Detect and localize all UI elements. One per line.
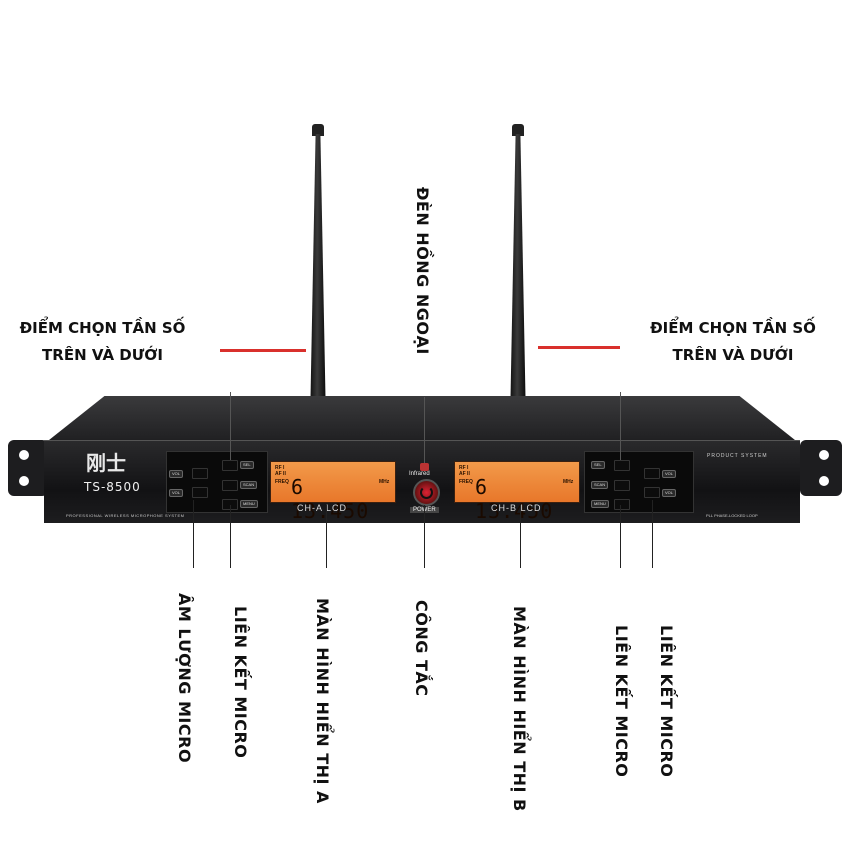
infrared-window [420, 463, 429, 471]
model-label: TS-8500 [84, 480, 141, 494]
pointer-line-volume [193, 500, 194, 568]
vol-down-button-b[interactable] [644, 487, 660, 498]
sel-button-b[interactable] [614, 460, 630, 471]
rf-indicator-b: RF I [459, 465, 469, 471]
scan-button-b[interactable] [614, 480, 630, 491]
scan-button-a[interactable] [222, 480, 238, 491]
pointer-line-link-c [652, 500, 653, 568]
pointer-line-display-b [520, 505, 521, 568]
af-indicator-a: AF II [275, 471, 286, 477]
menu-label-a: MENU [240, 500, 258, 508]
link-label-a: LIÊN KẾT MICRO [231, 606, 250, 759]
menu-button-b[interactable] [614, 499, 630, 510]
link-label-b: LIÊN KẾT MICRO [612, 625, 631, 778]
freq-tag-b: FREQ [459, 479, 473, 485]
product-system-label: PRODUCT SYSTEM [707, 453, 768, 459]
lcd-display-a: RF I AF II FREQ 6 13.450 MHz [270, 461, 396, 523]
unit-a: MHz [379, 479, 390, 485]
pointer-line-sel-b [620, 392, 621, 460]
callout-line-right [538, 346, 620, 349]
display-label-a: MÀN HÌNH HIỂN THỊ A [313, 598, 332, 804]
pointer-line-switch [424, 505, 425, 568]
display-label-b: MÀN HÌNH HIỂN THỊ B [510, 606, 529, 812]
infrared-label: ĐÈN HỒNG NGOẠI [413, 187, 432, 355]
frequency-readout-b: 6 13.450 [475, 475, 554, 523]
antenna-left [308, 124, 328, 424]
pll-label: PLL PHASE-LOCKED LOOP [706, 513, 758, 518]
infrared-text: Infrared [409, 471, 430, 477]
brand-logo: 刚士 [86, 451, 126, 475]
scan-label-b: SCAN [591, 481, 609, 489]
receiver-front-panel: 刚士 TS-8500 PROFESSIONAL WIRELESS MICROPH… [44, 440, 800, 523]
sel-label-b: SEL [591, 461, 605, 469]
vol-up-button-a[interactable] [192, 468, 208, 479]
power-icon [420, 486, 433, 499]
power-button[interactable] [413, 479, 440, 506]
af-indicator-b: AF II [459, 471, 470, 477]
sel-label-a: SEL [240, 461, 254, 469]
sel-button-a[interactable] [222, 460, 238, 471]
vol-up-button-b[interactable] [644, 468, 660, 479]
lcd-display-b: RF I AF II FREQ 6 13.450 MHz [454, 461, 580, 523]
frequency-readout-a: 6 13.450 [291, 475, 370, 523]
freq-tag-a: FREQ [275, 479, 289, 485]
rack-ear-right [800, 440, 842, 496]
model-subtitle: PROFESSIONAL WIRELESS MICROPHONE SYSTEM [66, 513, 185, 518]
menu-label-b: MENU [591, 500, 609, 508]
antenna-right [508, 124, 528, 424]
chassis-top [44, 396, 800, 444]
vol-down-label-a: VOL [169, 489, 184, 497]
vol-up-label-a: VOL [169, 470, 184, 478]
pointer-line-link-b [620, 505, 621, 568]
vol-down-label-b: VOL [662, 489, 677, 497]
rack-ear-left [8, 440, 48, 496]
pointer-line-sel-a [230, 392, 231, 460]
channel-b-label: CH-B LCD [491, 503, 542, 513]
pointer-line-display-a [326, 505, 327, 568]
scan-label-a: SCAN [240, 481, 258, 489]
pointer-line-infrared [424, 397, 425, 463]
vol-up-label-b: VOL [662, 470, 677, 478]
channel-a-label: CH-A LCD [297, 503, 348, 513]
volume-label: ÂM LƯỢNG MICRO [175, 593, 194, 764]
vol-down-button-a[interactable] [192, 487, 208, 498]
callout-line-left [220, 349, 306, 352]
rf-indicator-a: RF I [275, 465, 285, 471]
switch-label: CÔNG TẮC [412, 600, 431, 697]
unit-b: MHz [563, 479, 574, 485]
freq-select-label-right: ĐIỂM CHỌN TẦN SỐ TRÊN VÀ DƯỚI [650, 319, 816, 364]
pointer-line-link-a [230, 505, 231, 568]
freq-select-label-left: ĐIỂM CHỌN TẦN SỐ TRÊN VÀ DƯỚI [19, 319, 186, 364]
link-label-c: LIÊN KẾT MICRO [657, 625, 676, 778]
